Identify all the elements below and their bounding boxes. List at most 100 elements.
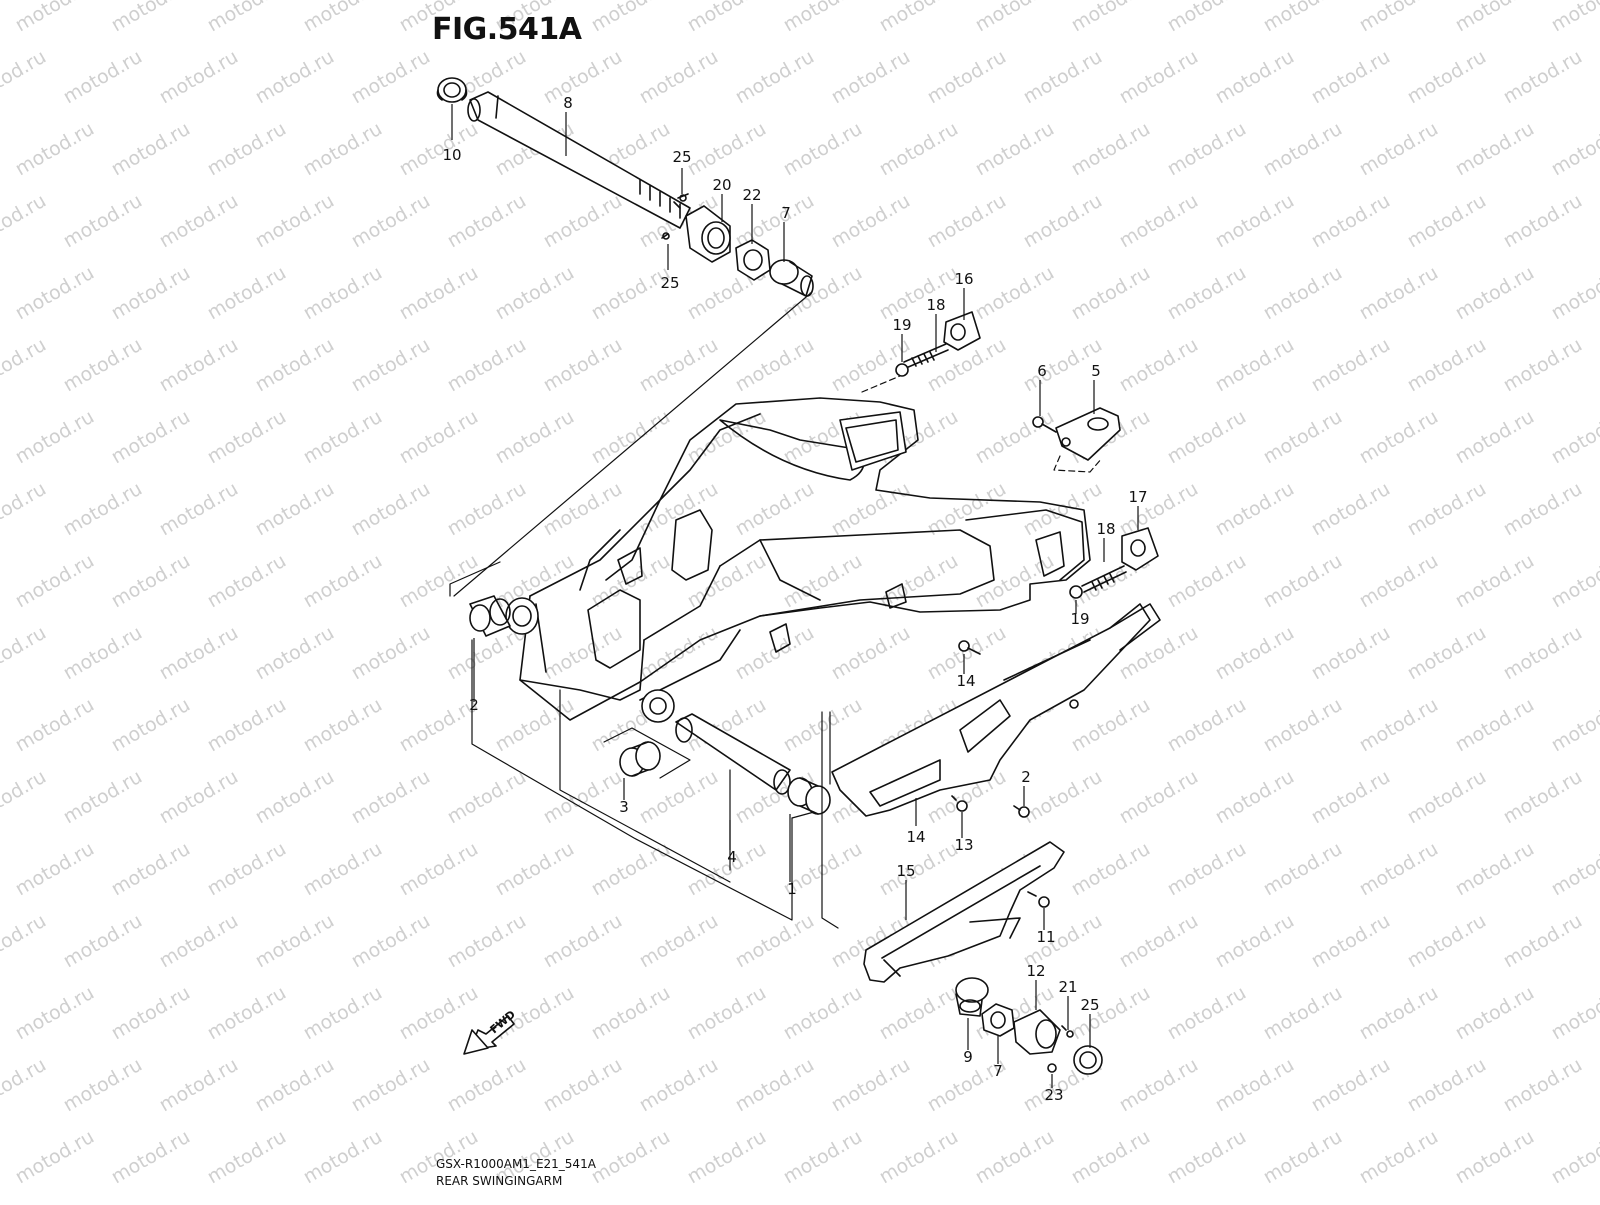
watermark-text: motod.ru <box>636 910 722 973</box>
watermark-text: motod.ru <box>636 766 722 829</box>
callout-18: 18 <box>926 296 945 314</box>
watermark-text: motod.ru <box>1164 406 1250 469</box>
watermark-text: motod.ru <box>1596 910 1600 973</box>
watermark-text: motod.ru <box>204 118 290 181</box>
watermark-text: motod.ru <box>1260 262 1346 325</box>
watermark-text: motod.ru <box>876 118 962 181</box>
watermark-text: motod.ru <box>636 622 722 685</box>
watermark-text: motod.ru <box>1164 118 1250 181</box>
watermark-text: motod.ru <box>204 0 290 36</box>
watermark-text: motod.ru <box>156 334 242 397</box>
part-10-lock-nut <box>438 78 467 102</box>
watermark-text: motod.ru <box>636 334 722 397</box>
watermark-text: motod.ru <box>1452 550 1538 613</box>
callout-25: 25 <box>660 274 679 292</box>
watermark-text: motod.ru <box>780 694 866 757</box>
watermark-text: motod.ru <box>1164 262 1250 325</box>
watermark-text: motod.ru <box>828 478 914 541</box>
watermark-text: motod.ru <box>300 550 386 613</box>
callout-3: 3 <box>619 798 629 816</box>
watermark-text: motod.ru <box>780 1126 866 1189</box>
part-17-block-right <box>1122 528 1158 570</box>
watermark-text: motod.ru <box>252 190 338 253</box>
watermark-text: motod.ru <box>1068 694 1154 757</box>
watermark-text: motod.ru <box>1404 46 1490 109</box>
watermark-text: motod.ru <box>684 1126 770 1189</box>
watermark-text: motod.ru <box>1020 766 1106 829</box>
pivot-bushing-left <box>506 598 538 634</box>
part-20-adjuster <box>686 206 730 262</box>
watermark-text: motod.ru <box>1404 334 1490 397</box>
watermark-text: motod.ru <box>396 550 482 613</box>
watermark-text: motod.ru <box>396 838 482 901</box>
watermark-text: motod.ru <box>732 46 818 109</box>
pivot-bushing-lower <box>642 690 674 722</box>
watermark-text: motod.ru <box>60 190 146 253</box>
part-14-bolt-lower <box>1014 806 1029 817</box>
watermark-text: motod.ru <box>1164 982 1250 1045</box>
watermark-text: motod.ru <box>684 550 770 613</box>
watermark-text: motod.ru <box>1452 982 1538 1045</box>
callout-6: 6 <box>1037 362 1047 380</box>
watermark-text: motod.ru <box>12 0 98 36</box>
watermark-text: motod.ru <box>444 334 530 397</box>
watermark-text: motod.ru <box>876 262 962 325</box>
watermark-text: motod.ru <box>1452 118 1538 181</box>
watermark-text: motod.ru <box>1548 406 1600 469</box>
watermark-text: motod.ru <box>0 622 50 685</box>
callout-25: 25 <box>1080 996 1099 1014</box>
watermark-text: motod.ru <box>684 118 770 181</box>
watermark-text: motod.ru <box>156 1054 242 1117</box>
watermark-text: motod.ru <box>1308 190 1394 253</box>
watermark-text: motod.ru <box>1308 334 1394 397</box>
callout-8: 8 <box>563 94 573 112</box>
watermark-text: motod.ru <box>1404 190 1490 253</box>
watermark-text: motod.ru <box>12 262 98 325</box>
watermark-text: motod.ru <box>876 0 962 36</box>
watermark-text: motod.ru <box>444 766 530 829</box>
watermark-text: motod.ru <box>1356 1126 1442 1189</box>
watermark-text: motod.ru <box>1116 334 1202 397</box>
watermark-text: motod.ru <box>12 118 98 181</box>
figure-title: FIG.541A <box>432 12 582 47</box>
watermark-text: motod.ru <box>0 334 50 397</box>
watermark-text: motod.ru <box>1068 262 1154 325</box>
watermark-text: motod.ru <box>1356 550 1442 613</box>
watermark-text: motod.ru <box>732 478 818 541</box>
watermark-text: motod.ru <box>12 1126 98 1189</box>
watermark-text: motod.ru <box>444 190 530 253</box>
watermark-text: motod.ru <box>0 1054 50 1117</box>
watermark-text: motod.ru <box>1356 262 1442 325</box>
watermark-text: motod.ru <box>924 190 1010 253</box>
watermark-text: motod.ru <box>1500 1054 1586 1117</box>
watermark-text: motod.ru <box>0 190 50 253</box>
watermark-text: motod.ru <box>636 478 722 541</box>
watermark-text: motod.ru <box>1260 694 1346 757</box>
watermark-text: motod.ru <box>108 118 194 181</box>
watermark-text: motod.ru <box>252 910 338 973</box>
watermark-text: motod.ru <box>492 262 578 325</box>
watermark-text: motod.ru <box>1308 46 1394 109</box>
watermark-text: motod.ru <box>1308 910 1394 973</box>
watermark-text: motod.ru <box>12 406 98 469</box>
watermark-text: motod.ru <box>780 0 866 36</box>
watermark-text: motod.ru <box>300 118 386 181</box>
callout-2: 2 <box>1021 768 1031 786</box>
watermark-text: motod.ru <box>588 0 674 36</box>
watermark-text: motod.ru <box>348 910 434 973</box>
callout-14: 14 <box>956 672 975 690</box>
callout-14: 14 <box>906 828 925 846</box>
watermark-text: motod.ru <box>0 766 50 829</box>
watermark-text: motod.ru <box>1548 0 1600 36</box>
watermark-text: motod.ru <box>588 982 674 1045</box>
watermark-text: motod.ru <box>1452 838 1538 901</box>
watermark-text: motod.ru <box>1260 550 1346 613</box>
watermark-text: motod.ru <box>1212 478 1298 541</box>
watermark-text: motod.ru <box>780 982 866 1045</box>
watermark-text: motod.ru <box>108 0 194 36</box>
watermark-text: motod.ru <box>252 622 338 685</box>
watermark-text: motod.ru <box>588 406 674 469</box>
part-3-bearing <box>620 742 660 776</box>
callout-25: 25 <box>672 148 691 166</box>
part-2-bearing-lower <box>788 778 830 814</box>
